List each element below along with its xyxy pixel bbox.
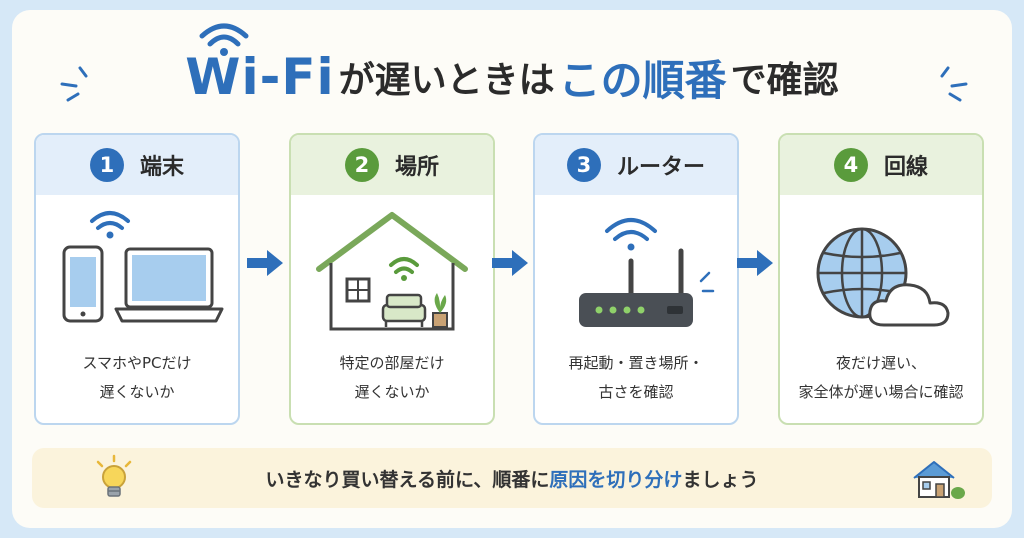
step-description-line: 古さを確認 <box>598 383 674 401</box>
step-label: 回線 <box>883 155 928 180</box>
step-description-line: 夜だけ遅い、 <box>835 354 926 372</box>
page-title: Wi-Fi が遅いときは この順番 で確認 <box>0 42 1024 112</box>
step-header: 3 ルーター <box>535 135 737 195</box>
step-description: スマホやPCだけ 遅くないか <box>36 349 238 407</box>
title-wifi-text: Wi-Fi <box>185 48 335 106</box>
step-description-line: 遅くないか <box>99 383 175 401</box>
house-icon <box>316 212 468 331</box>
step-label: 端末 <box>139 155 184 180</box>
footer-text: いきなり買い替える前に、順番に 原因を切り分け ましょう <box>32 448 992 508</box>
arrow-right-icon <box>737 250 773 276</box>
step-number: 2 <box>344 148 379 182</box>
step-number: 3 <box>566 148 601 182</box>
footer-tip: いきなり買い替える前に、順番に 原因を切り分け ましょう <box>32 448 992 508</box>
step-number: 1 <box>89 148 124 182</box>
title-middle-text: が遅いときは <box>338 60 555 101</box>
step-description-line: 特定の部屋だけ <box>339 354 445 372</box>
step-header: 4 回線 <box>780 135 982 195</box>
step-label: ルーター <box>616 155 705 180</box>
title-highlight-text: この順番 <box>558 55 727 105</box>
step-description-line: スマホやPCだけ <box>82 354 192 372</box>
router-icon <box>579 218 715 327</box>
step-card-line: 4 回線 夜だけ遅い、 家全体が遅い場合に確認 <box>778 133 984 425</box>
arrow-right-icon <box>247 250 283 276</box>
globe-cloud-icon <box>816 227 950 327</box>
step-number: 4 <box>833 148 868 182</box>
footer-text-highlight: 原因を切り分け <box>549 468 683 491</box>
step-description: 夜だけ遅い、 家全体が遅い場合に確認 <box>780 349 982 407</box>
step-description-line: 再起動・置き場所・ <box>568 354 704 372</box>
step-description: 特定の部屋だけ 遅くないか <box>291 349 493 407</box>
step-description-line: 家全体が遅い場合に確認 <box>798 383 964 401</box>
sparkle-right-icon <box>940 66 968 102</box>
step-card-device: 1 端末 スマホやPCだけ 遅くないか <box>34 133 240 425</box>
step-label: 場所 <box>394 155 439 180</box>
smartphone-laptop-icon <box>62 211 224 323</box>
step-card-router: 3 ルーター 再起動・置き場所・ 古さを確認 <box>533 133 739 425</box>
footer-text-before: いきなり買い替える前に、順番に <box>265 468 550 491</box>
step-card-location: 2 場所 特定の部屋だけ 遅くないか <box>289 133 495 425</box>
sparkle-left-icon <box>60 66 88 102</box>
footer-text-after: ましょう <box>682 468 759 491</box>
step-description: 再起動・置き場所・ 古さを確認 <box>535 349 737 407</box>
lightbulb-icon <box>96 454 132 497</box>
step-header: 1 端末 <box>36 135 238 195</box>
title-end-text: で確認 <box>730 60 839 101</box>
step-header: 2 場所 <box>291 135 493 195</box>
arrow-right-icon <box>492 250 528 276</box>
wifi-icon <box>199 23 249 56</box>
house-small-icon <box>913 461 965 499</box>
step-description-line: 遅くないか <box>354 383 430 401</box>
